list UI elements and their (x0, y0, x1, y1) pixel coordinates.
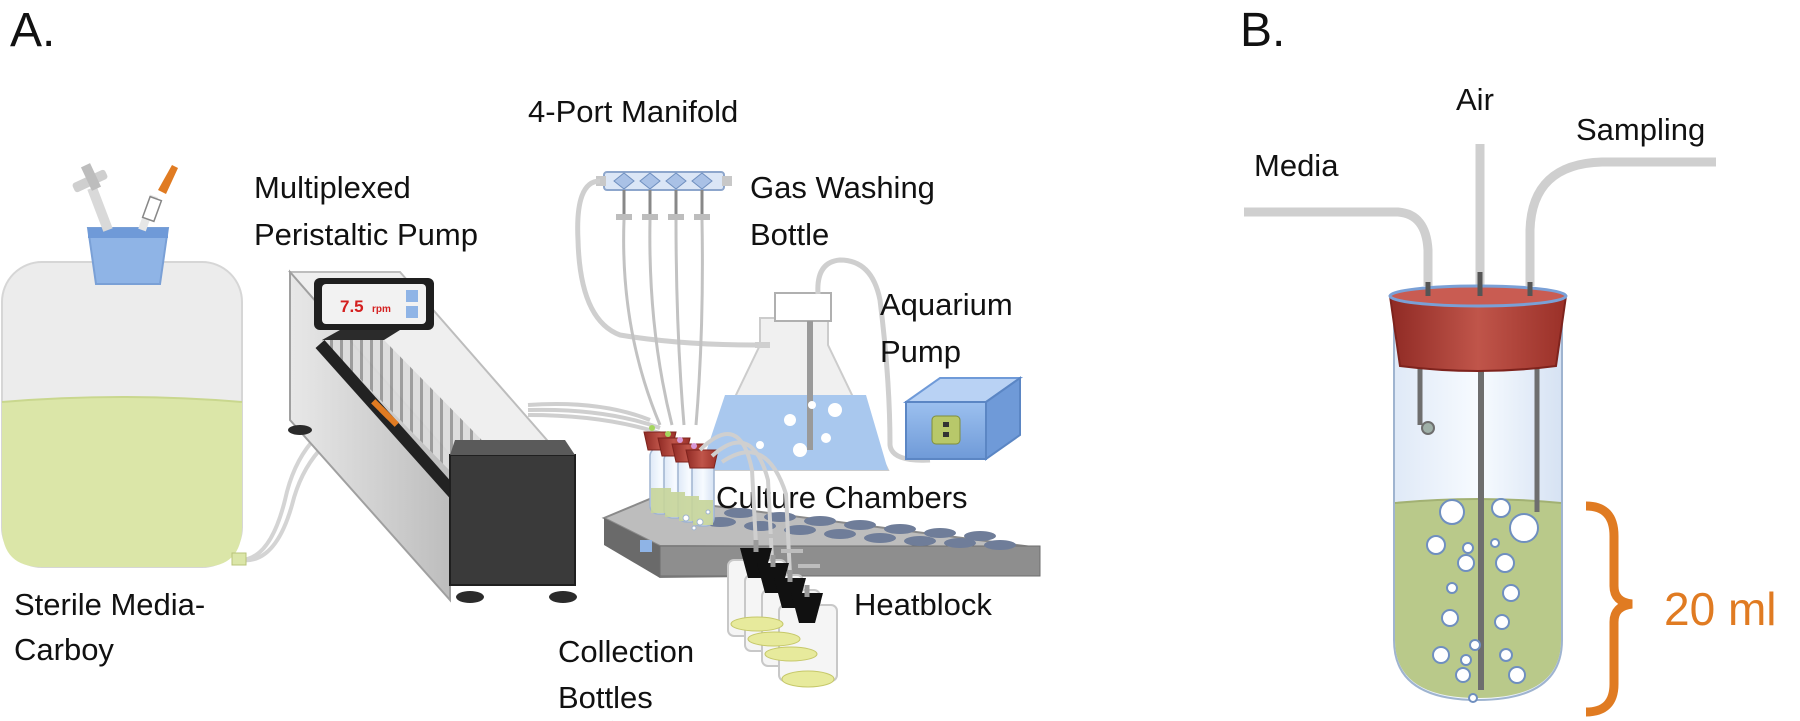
vent-tube-icon (138, 165, 178, 232)
aquarium-pump-label: Aquarium (880, 287, 1013, 322)
volume-label: 20 ml (1664, 583, 1776, 635)
media-tube (1244, 207, 1433, 286)
pump-rpm-value: 7.5 (340, 297, 364, 316)
heatblock-label: Heatblock (854, 587, 992, 622)
air-label: Air (1456, 82, 1494, 117)
vessel-stopper (1388, 272, 1568, 372)
culture-chambers-label: Culture Chambers (716, 480, 968, 515)
aquarium-pump-label-2: Pump (880, 334, 961, 369)
gas-bottle-label-2: Bottle (750, 217, 829, 252)
panel-a-letter: A. (10, 4, 55, 57)
peristaltic-pump: 7.5 rpm (287, 269, 577, 603)
pump-display (322, 284, 426, 324)
media-label: Media (1254, 148, 1339, 183)
media-carboy (1, 163, 393, 568)
aquarium-pump (902, 376, 1024, 461)
volume-bracket (1585, 501, 1633, 717)
sampling-tube (1525, 157, 1716, 286)
carboy-label: Sterile Media- (14, 587, 205, 622)
culture-chambers (643, 425, 719, 531)
manifold-label: 4-Port Manifold (528, 94, 738, 129)
pump-label-2: Peristaltic Pump (254, 217, 478, 252)
four-port-manifold (575, 171, 756, 426)
pump-label: Multiplexed (254, 170, 411, 205)
collection-bottles (727, 534, 838, 688)
panel-b-letter: B. (1240, 4, 1285, 57)
panel-b: B. (1240, 4, 1776, 717)
syringe-filter-icon (72, 163, 113, 232)
pump-rpm-unit: rpm (372, 304, 391, 315)
sampling-label: Sampling (1576, 112, 1705, 147)
gas-bottle-label: Gas Washing (750, 170, 935, 205)
panel-a: A. Sterile Med (1, 4, 1041, 721)
collection-bottles-label-2: Bottles (558, 680, 653, 715)
pump-outlet-tubes (527, 402, 669, 438)
carboy-label-2: Carboy (14, 632, 114, 667)
collection-bottles-label: Collection (558, 634, 694, 669)
